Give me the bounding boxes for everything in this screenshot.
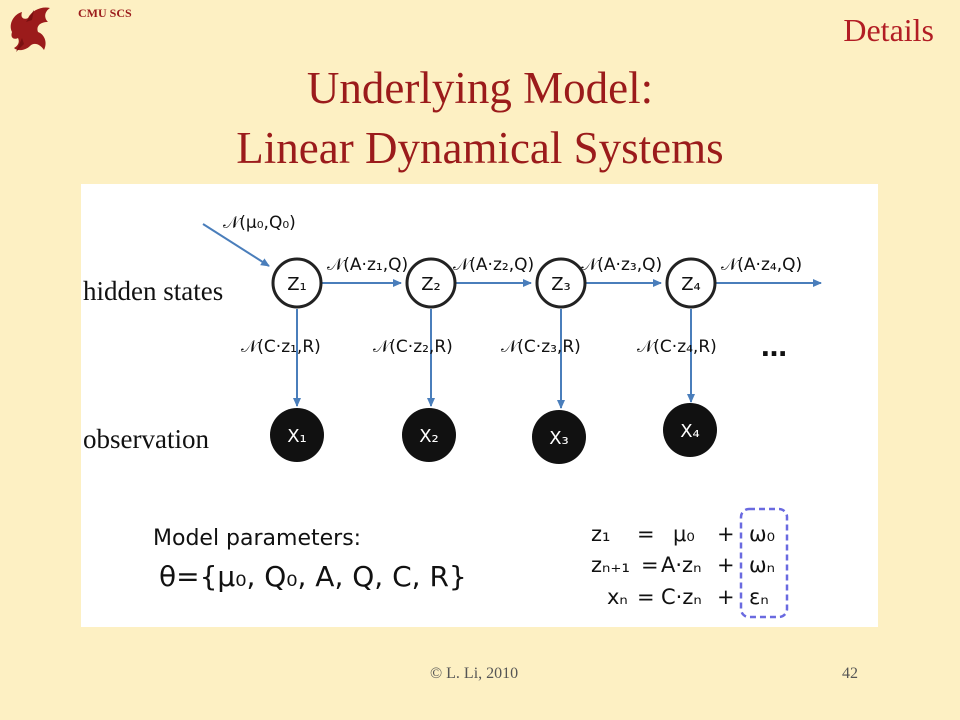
observed-node-x2: X₂ bbox=[402, 408, 456, 462]
row-label-hidden-states: hidden states bbox=[83, 276, 223, 306]
equation-plus: + bbox=[717, 522, 735, 546]
observed-node-x1: X₁ bbox=[270, 408, 324, 462]
brand-label: CMU SCS bbox=[78, 6, 132, 20]
equation-lhs: zₙ₊₁ bbox=[591, 553, 630, 577]
equation-row-2: zₙ₊₁ = A·zₙ + ωₙ bbox=[591, 553, 775, 577]
observed-node-label: X₃ bbox=[549, 428, 569, 449]
equation-plus: + bbox=[717, 553, 735, 577]
transition-label-1: 𝒩(A·z₁,Q) bbox=[327, 255, 408, 275]
equation-term: A·zₙ bbox=[661, 553, 701, 577]
details-tag: Details bbox=[843, 12, 934, 48]
equation-row-1: z₁ = μ₀ + ω₀ bbox=[591, 522, 775, 546]
equation-noise: ωₙ bbox=[749, 553, 775, 577]
model-parameters-formula: θ={μ₀, Q₀, A, Q, C, R} bbox=[159, 560, 467, 593]
noise-terms-highlight-box bbox=[739, 507, 789, 619]
equation-equals: = bbox=[637, 585, 655, 609]
equation-equals: = bbox=[641, 553, 659, 577]
hidden-node-label: Z₁ bbox=[287, 274, 307, 295]
observed-node-label: X₁ bbox=[287, 426, 307, 447]
lds-diagram-figure: hidden states observation 𝒩(μ₀,Q₀) 𝒩(A·z… bbox=[81, 184, 878, 627]
emission-label-3: 𝒩(C·z₃,R) bbox=[501, 337, 581, 357]
footer-copyright: © L. Li, 2010 bbox=[430, 665, 519, 682]
hidden-node-z3: Z₃ bbox=[535, 257, 587, 309]
hidden-node-label: Z₂ bbox=[421, 274, 441, 295]
cmu-dragon-logo-icon bbox=[10, 7, 51, 52]
equation-row-3: xₙ = C·zₙ + εₙ bbox=[607, 585, 769, 609]
initial-distribution-label: 𝒩(μ₀,Q₀) bbox=[223, 213, 296, 233]
equation-noise: ω₀ bbox=[749, 522, 775, 546]
row-label-observation: observation bbox=[83, 424, 209, 454]
emission-label-1: 𝒩(C·z₁,R) bbox=[241, 337, 321, 357]
transition-label-2: 𝒩(A·z₂,Q) bbox=[453, 255, 534, 275]
hidden-node-z1: Z₁ bbox=[271, 257, 323, 309]
slide-title-line-2: Linear Dynamical Systems bbox=[236, 123, 724, 173]
equation-lhs: z₁ bbox=[591, 522, 610, 546]
equation-lhs: xₙ bbox=[607, 585, 628, 609]
observed-node-label: X₂ bbox=[419, 426, 439, 447]
emission-label-2: 𝒩(C·z₂,R) bbox=[373, 337, 453, 357]
hidden-node-label: Z₃ bbox=[551, 274, 571, 295]
equation-term: μ₀ bbox=[673, 522, 695, 546]
equation-equals: = bbox=[637, 522, 655, 546]
equation-plus: + bbox=[717, 585, 735, 609]
observed-node-label: X₄ bbox=[680, 421, 700, 442]
emission-label-4: 𝒩(C·z₄,R) bbox=[637, 337, 717, 357]
observed-node-x4: X₄ bbox=[663, 403, 717, 457]
hidden-node-label: Z₄ bbox=[681, 274, 701, 295]
equation-noise: εₙ bbox=[749, 585, 769, 609]
model-parameters-title: Model parameters: bbox=[153, 526, 361, 551]
initial-arrow bbox=[202, 223, 270, 267]
hidden-node-z2: Z₂ bbox=[405, 257, 457, 309]
transition-label-3: 𝒩(A·z₃,Q) bbox=[581, 255, 662, 275]
transition-label-4: 𝒩(A·z₄,Q) bbox=[721, 255, 802, 275]
equation-term: C·zₙ bbox=[661, 585, 702, 609]
ellipsis: … bbox=[761, 333, 787, 363]
hidden-node-z4: Z₄ bbox=[665, 257, 717, 309]
footer-page-number: 42 bbox=[842, 665, 858, 682]
lds-diagram-svg: hidden states observation 𝒩(μ₀,Q₀) 𝒩(A·z… bbox=[83, 213, 822, 619]
observed-node-x3: X₃ bbox=[532, 410, 586, 464]
slide-title-line-1: Underlying Model: bbox=[306, 63, 654, 113]
